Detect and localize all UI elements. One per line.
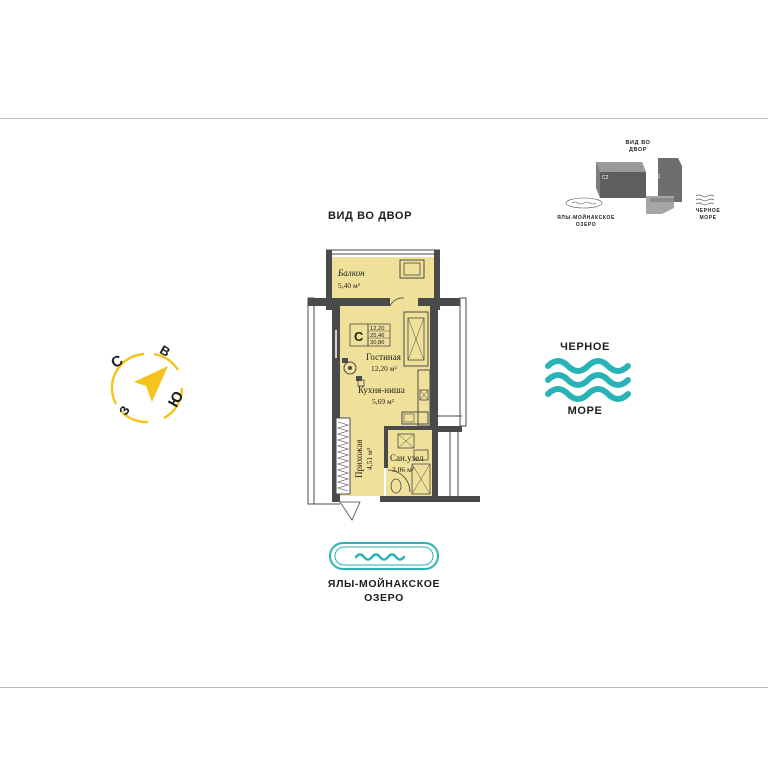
lake-icon [329,542,439,570]
mini-map: ВИД ВО ДВОР С2 С1 ЯЛЫ-МОЙНАКСКОЕ ОЗЕРО Ч… [550,138,740,238]
compass-south: Ю [165,388,187,410]
mini-map-view-label-1: ВИД ВО [625,140,651,146]
mini-map-sea-label-2: МОРЕ [699,215,717,221]
kitchen-name: Кухня-ниша [358,385,405,395]
plan-frame [0,118,768,688]
apartment-area-total: 25,46 [370,333,385,339]
mini-map-block-c1: С1 [654,174,661,180]
building-block-icon: С2 С1 [565,158,715,214]
compass-west: З [116,403,133,418]
apartment-area-living: 12,20 [370,326,385,332]
apartment-area-with-balcony: 30,86 [370,340,385,346]
mini-map-sea-label-1: ЧЕРНОЕ [695,208,721,214]
floor-plan: Балкон 5,40 м² [307,249,480,521]
hall-area: 4,51 м² [365,447,374,470]
kitchen-niche [340,380,430,426]
balcony-area: 5,40 м² [338,281,361,290]
living-room-name: Гостиная [366,352,401,362]
living-room-area: 12,20 м² [371,364,397,373]
mini-map-block-c2: С2 [602,175,609,181]
bath-name: Сан.узел [390,453,424,463]
view-courtyard-label: ВИД ВО ДВОР [327,210,413,222]
mini-map-view-label-2: ДВОР [628,147,648,153]
bath-area: 3,06 м² [392,465,415,474]
kitchen-area: 5,69 м² [372,397,395,406]
sea-label-top: ЧЕРНОЕ [560,341,610,353]
apartment-type: С [354,329,364,344]
compass-icon: С В Ю З [108,342,187,424]
mini-map-lake-label-1: ЯЛЫ-МОЙНАКСКОЕ [557,215,615,221]
lake-label-1: ЯЛЫ-МОЙНАКСКОЕ [327,578,441,590]
mini-map-lake-label-2: ОЗЕРО [575,222,597,228]
hall-name: Прихожая [354,439,364,478]
sea-waves-icon [545,358,631,402]
balcony-name: Балкон [337,268,365,278]
sea-label-bottom: МОРЕ [567,405,603,417]
compass-east: В [157,342,173,360]
lake-label-2: ОЗЕРО [364,592,404,604]
